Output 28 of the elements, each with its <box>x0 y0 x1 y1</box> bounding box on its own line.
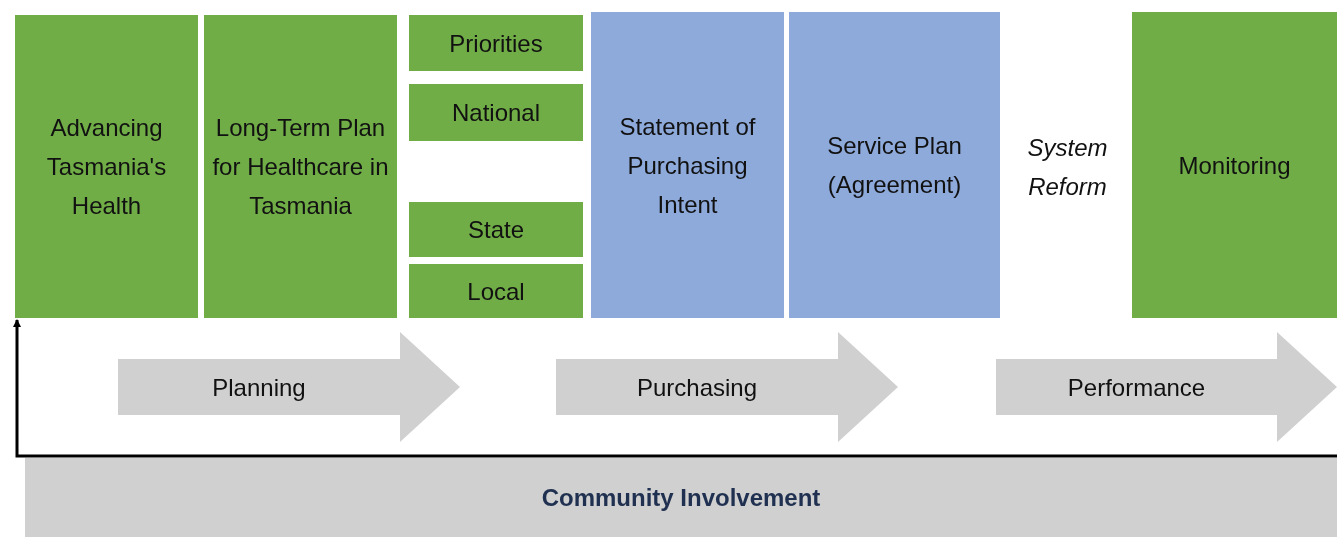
purchasing-box <box>789 12 1000 318</box>
box-label: Statement of Purchasing Intent <box>618 111 757 220</box>
purchasing-box <box>591 12 784 318</box>
priority-box <box>409 202 583 257</box>
box-label: Advancing Tasmania's Health <box>45 113 168 221</box>
note-text: System Reform <box>1026 133 1109 202</box>
feedback-arrow <box>13 319 1337 458</box>
arrow-label: Performance <box>1066 372 1207 403</box>
box-label: Monitoring <box>1177 150 1292 181</box>
box-label: Long-Term Plan for Healthcare in Tasmania <box>211 113 390 221</box>
box-label: Local <box>466 276 526 307</box>
arrow-label: Purchasing <box>635 372 759 403</box>
stage-arrow <box>118 332 460 442</box>
box-label: State <box>466 215 525 245</box>
box-label: National <box>450 98 542 128</box>
monitoring-box <box>1132 12 1337 318</box>
stage-arrow <box>996 332 1337 442</box>
priority-box <box>409 15 583 71</box>
arrow-label: Planning <box>211 372 307 403</box>
box-label: Priorities <box>448 28 544 59</box>
priority-box <box>409 264 583 318</box>
stage-arrow <box>556 332 898 442</box>
plan-box <box>204 15 397 318</box>
band-label: Community Involvement <box>540 483 822 513</box>
priority-box <box>409 84 583 141</box>
box-label: Service Plan (Agreement) <box>826 131 963 200</box>
community-band <box>25 458 1337 537</box>
plan-box <box>15 15 198 318</box>
